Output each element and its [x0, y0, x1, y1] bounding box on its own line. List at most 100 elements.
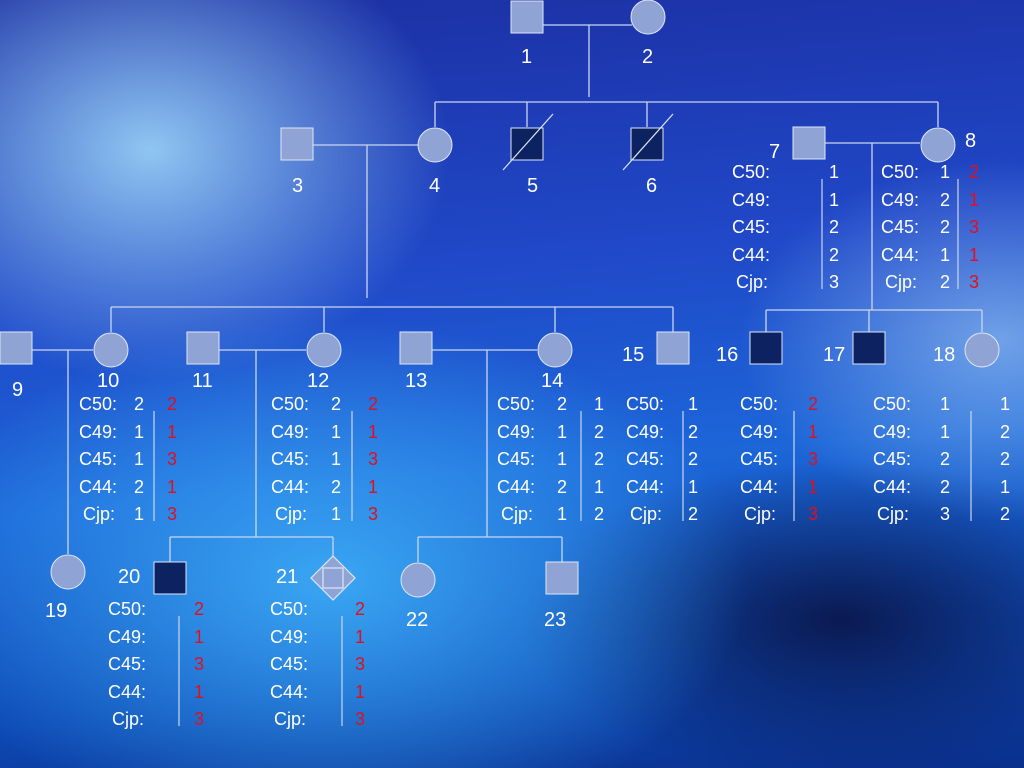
haplotype-cell: C49: [732, 189, 771, 210]
haplotype-cell: 3 [940, 504, 951, 524]
haplotype-cell: 1 [829, 189, 840, 210]
male-symbol [0, 331, 33, 365]
haplotype-allele-highlight: 1 [368, 476, 379, 497]
individual-number: 10 [97, 370, 120, 392]
haplotype-cell: C49: [626, 421, 665, 442]
haplotype-allele-highlight: 2 [808, 394, 819, 414]
individual-number: 14 [541, 370, 564, 392]
haplotype-cell: C49: [108, 626, 147, 647]
individual-number: 11 [192, 370, 213, 392]
haplotype-allele-highlight: 1 [355, 681, 366, 702]
haplotype-cell: 1 [557, 449, 568, 469]
female-symbol [537, 332, 573, 368]
individual-number: 18 [933, 344, 956, 366]
haplotype-cell: 2 [940, 189, 951, 210]
haplotype-cell: 1 [688, 476, 699, 497]
male-symbol [852, 331, 886, 365]
haplotype-allele-highlight: 3 [194, 654, 205, 674]
haplotype-allele-highlight: 3 [355, 709, 366, 729]
individual-number: 12 [307, 370, 330, 392]
haplotype-cell: C49: [271, 421, 310, 442]
haplotype-cell: Cjp: [83, 504, 116, 524]
haplotype-cell: 2 [1000, 504, 1011, 524]
haplotype-cell: C50: [108, 599, 147, 619]
haplotype-allele-highlight: 2 [194, 599, 205, 619]
haplotype-cell: 2 [940, 272, 951, 292]
individual-number: 1 [521, 46, 533, 68]
haplotype-cell: C49: [881, 189, 920, 210]
individual-number: 7 [769, 141, 781, 163]
haplotype-cell: 1 [1000, 476, 1011, 497]
haplotype-cell: C50: [497, 394, 536, 414]
haplotype-cell: C50: [270, 599, 309, 619]
haplotype-cell: C45: [270, 654, 309, 674]
individual-number: 5 [527, 175, 539, 197]
haplotype-cell: 1 [594, 394, 605, 414]
haplotype-cell: C45: [108, 654, 147, 674]
haplotype-cell: 2 [1000, 421, 1011, 442]
haplotype-cell: C44: [873, 476, 912, 497]
haplotype-cell: C50: [79, 394, 118, 414]
haplotype-cell: C45: [873, 449, 912, 469]
haplotype-cell: C49: [497, 421, 536, 442]
individual-number: 15 [622, 344, 645, 366]
haplotype-cell: Cjp: [885, 272, 918, 292]
haplotype-cell: 1 [688, 394, 699, 414]
male-symbol [656, 331, 690, 365]
haplotype-allele-highlight: 1 [194, 681, 205, 702]
male-symbol [153, 561, 187, 595]
unknown-sex-symbol [310, 555, 356, 601]
individual-number: 19 [45, 600, 68, 622]
haplotype-allele-highlight: 3 [368, 449, 379, 469]
haplotype-cell: C49: [873, 421, 912, 442]
male-symbol [749, 331, 783, 365]
haplotype-cell: 1 [331, 504, 342, 524]
haplotype-cell: C49: [270, 626, 309, 647]
haplotype-allele-highlight: 3 [808, 449, 819, 469]
haplotype-cell: 2 [1000, 449, 1011, 469]
haplotype-cell: 2 [940, 217, 951, 237]
haplotype-cell: 1 [557, 504, 568, 524]
individual-number: 9 [12, 379, 24, 401]
haplotype-cell: C50: [732, 162, 771, 182]
haplotype-cell: 2 [594, 421, 605, 442]
female-symbol [93, 332, 129, 368]
haplotype-cell: C45: [881, 217, 920, 237]
haplotype-allele-highlight: 3 [355, 654, 366, 674]
individual-number: 23 [544, 609, 567, 631]
haplotype-cell: 3 [829, 272, 840, 292]
individual-number: 13 [405, 370, 428, 392]
unknown-sex-inner-square [322, 567, 344, 589]
haplotype-cell: 2 [594, 504, 605, 524]
haplotype-cell: Cjp: [501, 504, 534, 524]
haplotype-cell: 2 [557, 394, 568, 414]
haplotype-cell: C45: [732, 217, 771, 237]
individual-number: 21 [276, 566, 299, 588]
deceased-slash [622, 113, 674, 171]
female-symbol [306, 332, 342, 368]
female-symbol [50, 554, 86, 590]
haplotype-cell: C45: [79, 449, 118, 469]
haplotype-cell: 2 [940, 449, 951, 469]
haplotype-cell: C50: [873, 394, 912, 414]
haplotype-cell: C44: [881, 244, 920, 265]
haplotype-cell: 2 [134, 394, 145, 414]
haplotype-cell: C45: [497, 449, 536, 469]
haplotype-cell: 2 [557, 476, 568, 497]
haplotype-cell: 2 [829, 244, 840, 265]
haplotype-cell: C50: [881, 162, 920, 182]
haplotype-cell: C44: [270, 681, 309, 702]
individual-number: 3 [292, 175, 304, 197]
haplotype-cell: C50: [740, 394, 779, 414]
haplotype-cell: 1 [940, 394, 951, 414]
haplotype-allele-highlight: 1 [167, 476, 178, 497]
haplotype-allele-highlight: 3 [167, 449, 178, 469]
haplotype-cell: Cjp: [744, 504, 777, 524]
haplotype-cell: 1 [331, 449, 342, 469]
haplotype-cell: Cjp: [274, 709, 307, 729]
haplotype-cell: 1 [940, 162, 951, 182]
individual-number: 8 [965, 130, 977, 152]
haplotype-allele-highlight: 2 [167, 394, 178, 414]
individual-number: 2 [642, 46, 654, 68]
